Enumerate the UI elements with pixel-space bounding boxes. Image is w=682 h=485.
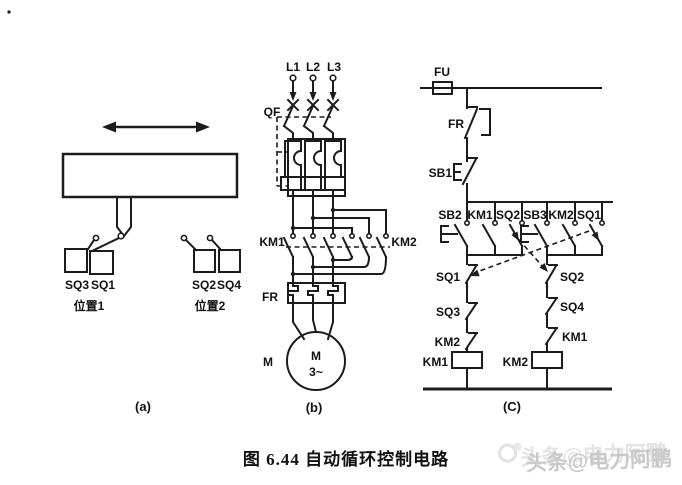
panel-b-tag: (b) — [306, 400, 323, 415]
panel-a-tag: (a) — [135, 399, 151, 414]
breaker-linkage-dashed — [276, 116, 331, 187]
sq2-box — [193, 249, 216, 273]
motor: M 3~ M — [263, 302, 346, 391]
panel-c-control-circuit: FU FR SB1 SB2 KM1 SQ2 SB3 KM2 SQ1 — [420, 65, 613, 414]
sq1-nc-label: SQ1 — [436, 270, 460, 284]
l1-label: L1 — [286, 60, 300, 74]
row-label-sq2: SQ2 — [496, 208, 520, 222]
fr-thermal-overload: FR — [262, 282, 346, 304]
watermark-text: 头条@电力阿鹏 — [525, 446, 672, 475]
km1-nc-label: KM1 — [562, 330, 588, 344]
qf-label: QF — [264, 105, 281, 119]
sq2-roller-icon — [180, 234, 188, 242]
motor-inner-m: M — [311, 349, 321, 363]
watermark-logo-dot-icon — [513, 442, 522, 451]
motor-inner-3ph: 3~ — [309, 365, 323, 379]
sq4-label: SQ4 — [217, 278, 241, 292]
km1-coil-label: KM1 — [423, 355, 449, 369]
watermark-logo-icon — [498, 443, 518, 463]
fr-thermal-operator-icon — [479, 108, 491, 136]
sq3-lever — [86, 238, 96, 251]
striker-dog — [116, 196, 132, 238]
contactor-feeders — [290, 195, 387, 234]
sb1-stop-button: SB1 — [429, 157, 478, 203]
sb1-label: SB1 — [429, 166, 453, 180]
sq1-no-arrow-icon — [591, 231, 599, 241]
watermark-echo-text: 头条@电力阿鹏 — [520, 441, 667, 470]
position1-label: 位置1 — [74, 298, 105, 313]
km2-coil-branch: SQ2 SQ4 KM1 KM2 — [503, 254, 588, 390]
sq3-roller-icon — [92, 234, 100, 242]
trip-unit-elements — [280, 140, 346, 197]
fu-fuse: FU — [420, 65, 602, 95]
breaker-blades — [282, 104, 335, 140]
row-label-km2: KM2 — [548, 208, 574, 222]
sb1-actuator-icon — [453, 163, 462, 181]
sq2-label: SQ2 — [192, 278, 216, 292]
l3-label: L3 — [327, 60, 341, 74]
sq4-roller-icon — [206, 234, 214, 242]
fu-label: FU — [434, 65, 450, 79]
moving-table — [61, 152, 239, 199]
sq1-label: SQ1 — [91, 278, 115, 292]
km2-main-contacts — [341, 233, 389, 259]
row-label-sb2: SB2 — [438, 208, 462, 222]
travel-direction-arrow — [102, 121, 210, 133]
limit-switch-group-position2: SQ2 SQ4 位置2 — [180, 234, 241, 313]
km1-main-label: KM1 — [259, 235, 285, 249]
branch-no-contacts — [440, 201, 605, 256]
sq2-lever — [184, 238, 198, 252]
sq3-nc-label: SQ3 — [436, 305, 460, 319]
sq4-nc-label: SQ4 — [560, 300, 584, 314]
limit-switch-group-position1: SQ3 SQ1 位置1 — [64, 232, 125, 313]
km2-coil-label: KM2 — [503, 355, 529, 369]
sq1-lever — [90, 236, 121, 253]
km2-main-label: KM2 — [391, 235, 417, 249]
sq2-nc-label: SQ2 — [560, 270, 584, 284]
watermark: 头条@电力阿鹏 头条@电力阿鹏 — [498, 441, 672, 476]
figure-caption: 图 6.44 自动循环控制电路 — [243, 449, 449, 469]
sb2-actuator-icon — [440, 225, 449, 243]
fuse-body — [432, 81, 453, 95]
fr-main-label: FR — [262, 290, 278, 304]
motor-circle — [286, 331, 346, 391]
position2-label: 位置2 — [195, 298, 226, 313]
km1-coil — [451, 351, 483, 369]
sq3-box — [64, 248, 88, 273]
row-label-sb3: SB3 — [523, 208, 547, 222]
panel-b-main-circuit: L1 L2 L3 — [259, 60, 417, 415]
reversing-crossover-wires — [290, 255, 388, 284]
fr-control-label: FR — [448, 117, 464, 131]
row-label-sq1: SQ1 — [577, 208, 601, 222]
km2-coil — [531, 351, 563, 369]
panel-a-mechanical-layout: SQ3 SQ1 位置1 SQ2 SQ4 位置2 (a) — [61, 121, 241, 414]
km1-coil-branch: SQ1 SQ3 KM2 KM1 — [423, 254, 483, 390]
sq1-box — [89, 250, 114, 275]
motor-outer-label: M — [263, 355, 273, 369]
limit-switch-linkage-dashed — [470, 230, 590, 277]
supply-terminals — [289, 74, 337, 101]
sq3-label: SQ3 — [65, 278, 89, 292]
sq4-lever — [210, 238, 223, 252]
km1-main-contacts — [282, 233, 336, 259]
sq4-box — [218, 249, 241, 273]
sb3-actuator-icon — [520, 225, 529, 243]
km2-nc-label: KM2 — [435, 335, 461, 349]
qf-circuit-breaker: QF — [264, 98, 346, 197]
panel-c-tag: (C) — [503, 399, 521, 414]
scan-artifact-dot — [7, 10, 11, 14]
l2-label: L2 — [306, 60, 320, 74]
row-label-km1: KM1 — [467, 208, 493, 222]
fr-nc-contact: FR — [448, 87, 491, 162]
sq1-roller-icon — [117, 232, 125, 240]
trip-unit-box — [287, 138, 346, 197]
